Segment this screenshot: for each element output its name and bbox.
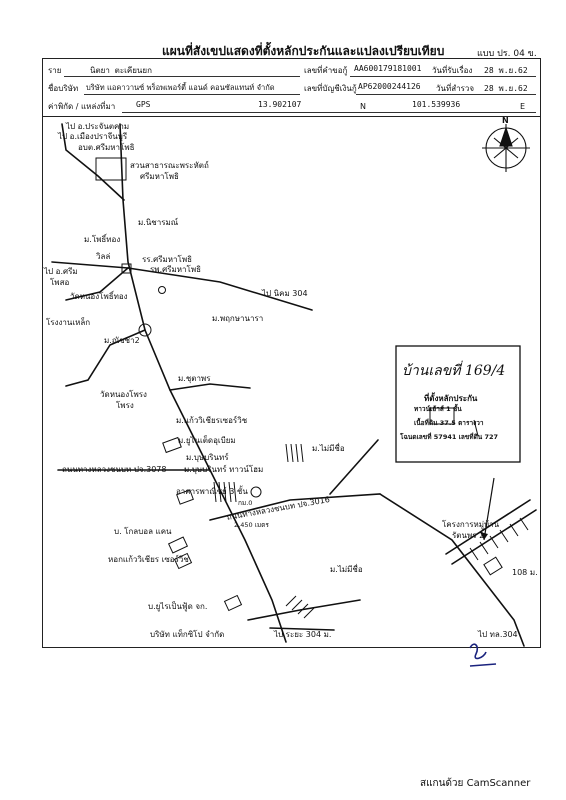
label-distance: 2,450 เมตร xyxy=(234,521,269,529)
label-yuri: บ.ยูไรเป็นฟู้ด จก. xyxy=(148,602,208,611)
iron-road xyxy=(65,267,129,301)
label-project-2: รัตนพร 2 xyxy=(452,531,485,540)
latitude-dir: N xyxy=(360,102,366,111)
west-road xyxy=(51,261,129,269)
owner-label: ราย xyxy=(48,66,62,75)
label-wat-hua-2: โพรง xyxy=(116,401,134,410)
collateral-box xyxy=(395,345,521,463)
bunya-rows xyxy=(285,443,304,463)
building-d xyxy=(173,552,193,570)
label-lang: บริษัท แท็กซิโป จำกัด xyxy=(150,630,225,639)
label-to-mueang: ไป อ.เมืองปราจีนบุรี xyxy=(58,132,128,141)
label-kolbo: บ. โกลบอล แคน xyxy=(114,527,172,536)
survey-date: 28 พ.ย.62 xyxy=(484,84,528,93)
project-gate xyxy=(483,556,503,576)
company-label: ชื่อบริษัท xyxy=(48,84,79,93)
collateral-line-1: ทาวน์เฮ้าส์ 1 ชั้น xyxy=(414,405,462,413)
collateral-handwritten: บ้านเลขที่ 169/4 xyxy=(402,363,506,379)
latitude-value: 13.902107 xyxy=(258,100,302,109)
compass-north-label: N xyxy=(502,116,509,125)
label-project-1: โครงการหมู่บ้าน xyxy=(442,520,500,529)
building-b xyxy=(176,489,194,505)
building-a xyxy=(162,436,182,454)
project-road-a xyxy=(445,499,531,555)
label-mai-mi: ม.ไม่มีชื่อ xyxy=(312,444,345,453)
compass-icon xyxy=(482,124,530,172)
label-shortcut: ไป ทล.304 xyxy=(478,630,518,639)
label-school: รร.ศรีมหาโพธิ xyxy=(142,255,193,264)
received-label: วันที่รับเรื่อง xyxy=(432,66,473,75)
document-title: แผนที่สังเขปแสดงที่ตั้งหลักประกันและแปลง… xyxy=(162,44,445,58)
label-nicharm: ม.นิชารมณ์ xyxy=(138,218,179,227)
coord-label: ค่าพิกัด / แหล่งที่มา xyxy=(48,102,116,111)
owner-value: นิตยา ตะเคียนยก xyxy=(90,66,152,75)
scanner-watermark: สแกนด้วย CamScanner xyxy=(420,778,531,789)
label-km: กม.0 xyxy=(238,499,253,507)
right-branch xyxy=(269,627,335,631)
label-mai-mi-2: ม.ไม่มีชื่อ xyxy=(330,565,363,574)
label-to-prachin: ไป อ.ประจันตคาม xyxy=(66,122,130,131)
form-code: แบบ ปร. 04 ข. xyxy=(477,49,537,59)
km-marker xyxy=(138,323,152,337)
collateral-title: ที่ตั้งหลักประกัน xyxy=(424,394,478,403)
label-road-304: ไป นิคม 304 xyxy=(262,289,308,298)
branch-road xyxy=(329,439,379,495)
nichcha-road xyxy=(65,329,146,387)
lower-road xyxy=(247,599,361,621)
label-bunya-1: ม.บุษบรินทร์ xyxy=(186,453,229,462)
mai-mi-rows xyxy=(285,595,315,619)
road-3016 xyxy=(209,493,525,647)
map-frame xyxy=(42,58,541,648)
label-bunya-2: ม.บุษบรินทร์ ทาวน์โฮม xyxy=(184,465,264,474)
label-wat-hua-1: วัดหนองโพรง xyxy=(100,390,147,399)
label-ho-phra: โพสอ xyxy=(50,278,70,287)
park-block xyxy=(95,157,127,181)
label-park-2: ศรีมหาโพธิ xyxy=(140,172,179,181)
north-road xyxy=(61,123,125,201)
building-c xyxy=(167,536,189,554)
account-value: AP62000244126 xyxy=(358,82,421,91)
label-nichcha: ม.ณัชชา2 xyxy=(104,336,140,345)
building-e xyxy=(223,594,243,612)
road-304 xyxy=(127,267,313,311)
label-hospital: รพ.ศรีมหาโพธิ xyxy=(150,265,201,274)
label-park-1: สวนสาธารณะพระหัตถ์ xyxy=(130,161,209,170)
label-kaew: ม.แก้ววิเชียรเซอร์วิช xyxy=(176,416,248,425)
commercial-rows xyxy=(213,481,237,503)
project-rows xyxy=(469,517,529,561)
collateral-line-3: โฉนดเลขที่ 57941 เลขที่ดิน 727 xyxy=(400,433,499,441)
signature xyxy=(469,643,497,667)
project-road-b xyxy=(451,509,537,565)
longitude-value: 101.539936 xyxy=(412,100,461,109)
hospital-marker xyxy=(121,263,132,274)
account-label: เลขที่บัญชีเงินกู้ xyxy=(304,84,357,93)
label-phothong: ม.โพธิ์ทอง xyxy=(84,235,121,244)
doc-number-value: AA600179181001 xyxy=(354,64,422,73)
label-commercial: อาคารพาณิชย์ 3 ชั้น xyxy=(176,487,248,496)
label-chutha: ม.ชุตาพร xyxy=(178,374,211,383)
subject-marker xyxy=(250,486,262,498)
label-kaew-2: หอกแก้ววิเชียร เซอร์วิช xyxy=(108,555,189,564)
label-iron: โรงงานเหล็ก xyxy=(46,318,91,327)
label-to-si-maha: ไป อ.ศรีม xyxy=(44,267,78,276)
project-arrow xyxy=(483,477,495,541)
label-obt: อบต.ศรีมหาโพธิ xyxy=(78,143,135,152)
label-phruk: ม.พฤกษานารา xyxy=(212,314,264,323)
label-project-distance: 108 ม. xyxy=(512,568,538,577)
label-highway-3078: ถนนทางหลวงชนบท ปจ.3078 xyxy=(62,465,167,474)
coord-source: GPS xyxy=(136,100,151,109)
survey-label: วันที่สำรวจ xyxy=(436,84,475,93)
label-yunai: ม.ยูไนเต็ดอุเบียม xyxy=(178,436,236,445)
label-villa: วิลล่ xyxy=(96,252,111,261)
received-date: 28 พ.ย.62 xyxy=(484,66,528,75)
doc-number-label: เลขที่คำขอกู้ xyxy=(304,66,348,75)
chutha-road xyxy=(169,383,251,391)
school-marker xyxy=(158,286,166,294)
label-wat-nong: วัดหนองโพธิ์ทอง xyxy=(70,292,128,301)
label-right-sign: ไป ระยะ 304 ม. xyxy=(274,630,332,639)
company-value: บริษัท แอคาวานซ์ พร็อพเพอร์ตี้ แอนด์ คอน… xyxy=(86,83,275,92)
longitude-dir: E xyxy=(520,102,526,111)
collateral-line-2: เนื้อที่ดิน 37.5 ตารางวา xyxy=(414,419,484,427)
